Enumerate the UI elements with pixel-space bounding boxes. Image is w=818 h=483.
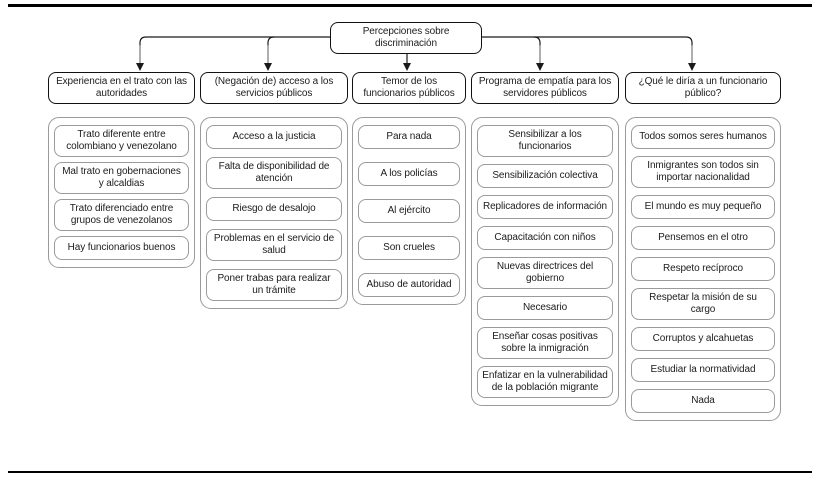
branch-group: Sensibilizar a los funcionarios Sensibil…: [471, 117, 619, 406]
child-node: Hay funcionarios buenos: [54, 236, 189, 260]
root-node: Percepciones sobre discriminación: [330, 22, 482, 54]
child-node: Mal trato en gobernaciones y alcaldias: [54, 162, 189, 194]
child-node: Nada: [631, 389, 775, 413]
branch-group: Para nada A los policías Al ejército Son…: [352, 117, 466, 305]
child-node: Poner trabas para realizar un trámite: [206, 269, 342, 301]
child-node: Sensibilizar a los funcionarios: [477, 125, 613, 157]
child-node: Enfatizar en la vulnerabilidad de la pob…: [477, 366, 613, 398]
branch-experiencia-trato: Experiencia en el trato con las autorida…: [48, 72, 195, 268]
child-node: A los policías: [358, 162, 460, 186]
child-node: Trato diferenciado entre grupos de venez…: [54, 199, 189, 231]
arrowhead-icon: [688, 63, 696, 71]
bottom-rule: [8, 471, 812, 473]
child-node: Abuso de autoridad: [358, 273, 460, 297]
child-node: Corruptos y alcahuetas: [631, 327, 775, 351]
branch-header-que-le-diria: ¿Qué le diría a un funcionario público?: [625, 72, 781, 104]
arrowhead-icon: [403, 63, 411, 71]
branch-group: Todos somos seres humanos Inmigrantes so…: [625, 117, 781, 421]
child-node: Capacitación con niños: [477, 226, 613, 250]
branch-header-temor-funcionarios: Temor de los funcionarios públicos: [352, 72, 466, 104]
child-node: Falta de disponibilidad de atención: [206, 157, 342, 189]
arrowhead-icon: [136, 63, 144, 71]
child-node: Problemas en el servicio de salud: [206, 229, 342, 261]
top-rule: [8, 4, 812, 7]
child-node: Son crueles: [358, 236, 460, 260]
child-node: Nuevas directrices del gobierno: [477, 257, 613, 289]
branch-acceso-servicios: (Negación de) acceso a los servicios púb…: [200, 72, 348, 309]
child-node: Enseñar cosas positivas sobre la inmigra…: [477, 327, 613, 359]
child-node: Trato diferente entre colombiano y venez…: [54, 125, 189, 157]
branch-group: Acceso a la justicia Falta de disponibil…: [200, 117, 348, 309]
child-node: Estudiar la normatividad: [631, 358, 775, 382]
arrowhead-icon: [264, 63, 272, 71]
branch-header-acceso-servicios: (Negación de) acceso a los servicios púb…: [200, 72, 348, 104]
child-node: Todos somos seres humanos: [631, 125, 775, 149]
child-node: Pensemos en el otro: [631, 226, 775, 250]
child-node: Al ejército: [358, 199, 460, 223]
branch-header-programa-empatia: Programa de empatía para los servidores …: [471, 72, 619, 104]
child-node: Necesario: [477, 296, 613, 320]
branch-que-le-diria: ¿Qué le diría a un funcionario público? …: [625, 72, 781, 421]
child-node: Inmigrantes son todos sin importar nacio…: [631, 156, 775, 188]
child-node: Sensibilización colectiva: [477, 164, 613, 188]
child-node: Respeto recíproco: [631, 257, 775, 281]
branch-programa-empatia: Programa de empatía para los servidores …: [471, 72, 619, 406]
arrowhead-icon: [536, 63, 544, 71]
branch-group: Trato diferente entre colombiano y venez…: [48, 117, 195, 268]
child-node: Riesgo de desalojo: [206, 197, 342, 221]
child-node: Respetar la misión de su cargo: [631, 288, 775, 320]
child-node: Replicadores de información: [477, 195, 613, 219]
child-node: Para nada: [358, 125, 460, 149]
child-node: El mundo es muy pequeño: [631, 195, 775, 219]
child-node: Acceso a la justicia: [206, 125, 342, 149]
branch-header-experiencia-trato: Experiencia en el trato con las autorida…: [48, 72, 195, 104]
branch-temor-funcionarios: Temor de los funcionarios públicos Para …: [352, 72, 466, 305]
